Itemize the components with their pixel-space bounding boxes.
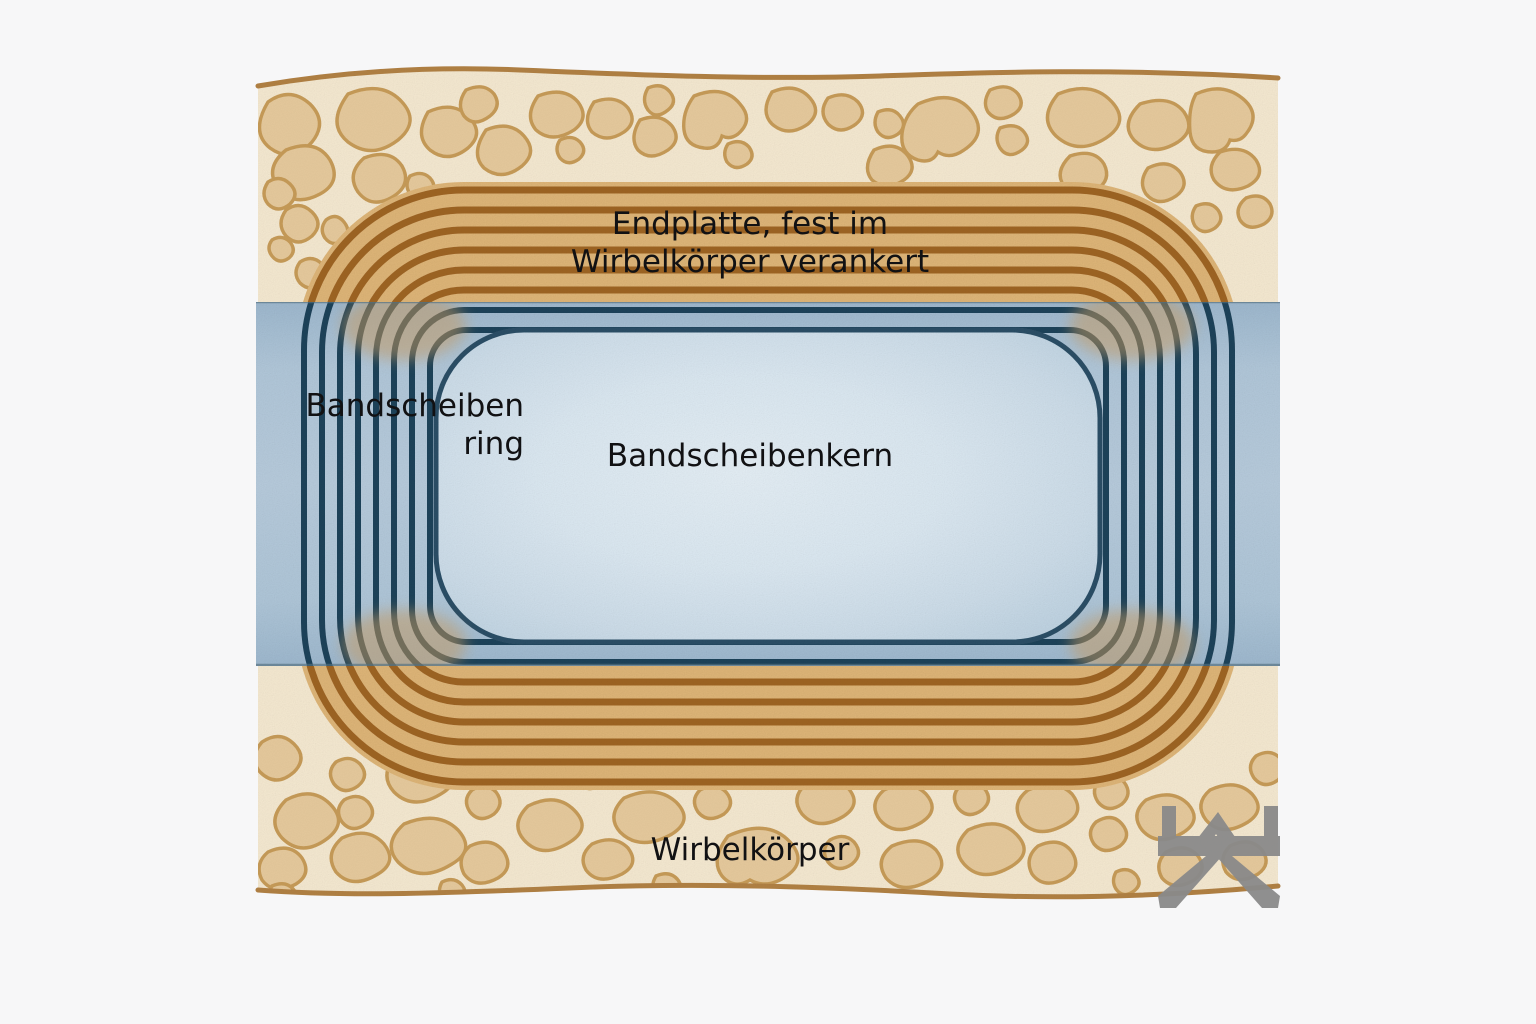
left-bleed-mask — [0, 290, 256, 680]
annulus-fibrosus-band — [250, 302, 1284, 666]
corner-blend — [342, 302, 1194, 666]
nucleus-shape-in-band — [433, 327, 1103, 645]
trestle-logo-watermark — [1158, 806, 1280, 908]
trabecula-group-bottom — [258, 734, 1278, 897]
right-bleed-mask — [1280, 290, 1536, 680]
trabecula-group-top — [258, 84, 1274, 290]
cortical-bone-outline — [255, 66, 1281, 900]
